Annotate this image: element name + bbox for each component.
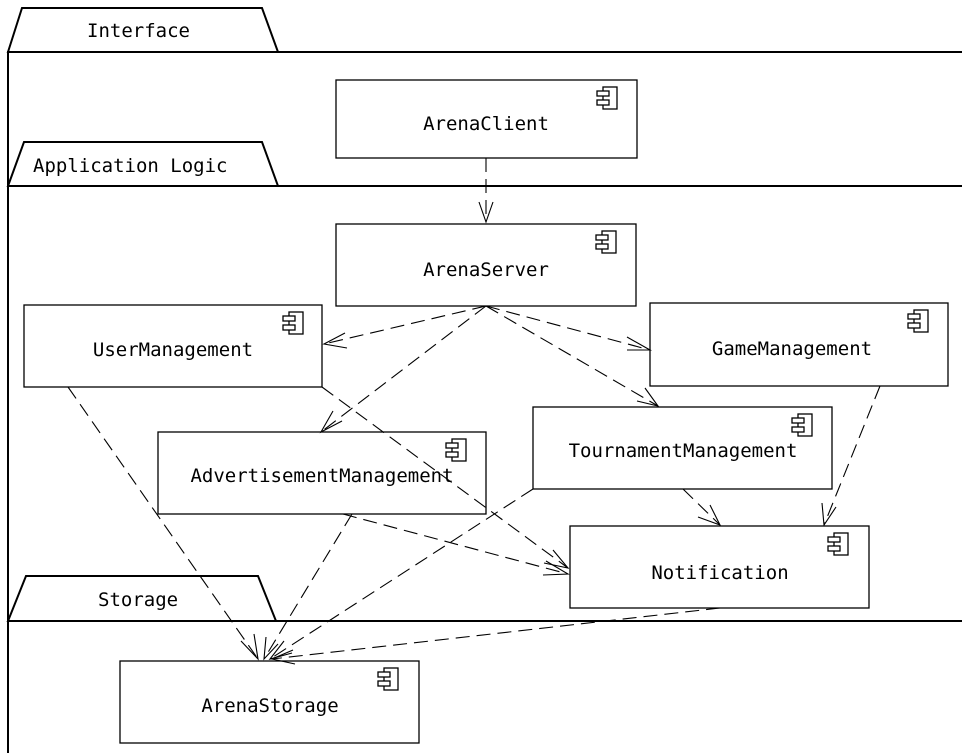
package-storage[interactable]: Storage [6,575,962,753]
component-arena-storage[interactable]: ArenaStorage [119,660,420,744]
dependency-arena-server-to-tournament-management [485,305,660,407]
component-box [23,304,323,388]
dependency-game-management-to-notification [821,385,881,527]
dependency-arena-server-to-game-management [485,305,653,351]
dependency-arena-server-to-advertisement-management [319,305,487,434]
component-arena-server[interactable]: ArenaServer [335,223,637,307]
component-arena-client[interactable]: ArenaClient [335,79,638,159]
component-label: TournamentManagement [569,440,798,462]
component-box [335,223,637,307]
component-box [569,525,870,609]
component-box [157,431,487,515]
package-interface-label: Interface [87,20,190,42]
component-box [335,79,638,159]
dependency-arena-client-to-arena-server [478,158,494,224]
dependency-advertisement-management-to-arena-storage [263,513,353,661]
dependency-tournament-management-to-arena-storage [268,488,534,660]
component-tournament-management[interactable]: TournamentManagement [532,406,833,490]
component-box [649,302,949,387]
component-game-management[interactable]: GameManagement [649,302,949,387]
component-advertisement-management[interactable]: AdvertisementManagement [157,431,487,515]
component-label: AdvertisementManagement [190,465,453,487]
component-label: GameManagement [712,338,872,360]
component-label: ArenaServer [423,259,549,281]
component-label: UserManagement [93,339,253,361]
component-label: ArenaClient [423,113,549,135]
package-application-logic-label: Application Logic [33,155,227,177]
component-box [119,660,420,744]
component-label: Notification [651,562,788,584]
package-storage-label: Storage [98,589,178,611]
dependency-advertisement-management-to-notification [342,513,570,576]
dependency-arena-server-to-user-management [322,305,487,349]
component-user-management[interactable]: UserManagement [23,304,323,388]
component-label: ArenaStorage [201,695,338,717]
dependency-notification-to-arena-storage [270,607,721,665]
component-notification[interactable]: Notification [569,525,870,609]
component-box [532,406,833,490]
dependency-tournament-management-to-notification [682,488,722,526]
dependency-user-management-to-arena-storage [67,386,259,661]
